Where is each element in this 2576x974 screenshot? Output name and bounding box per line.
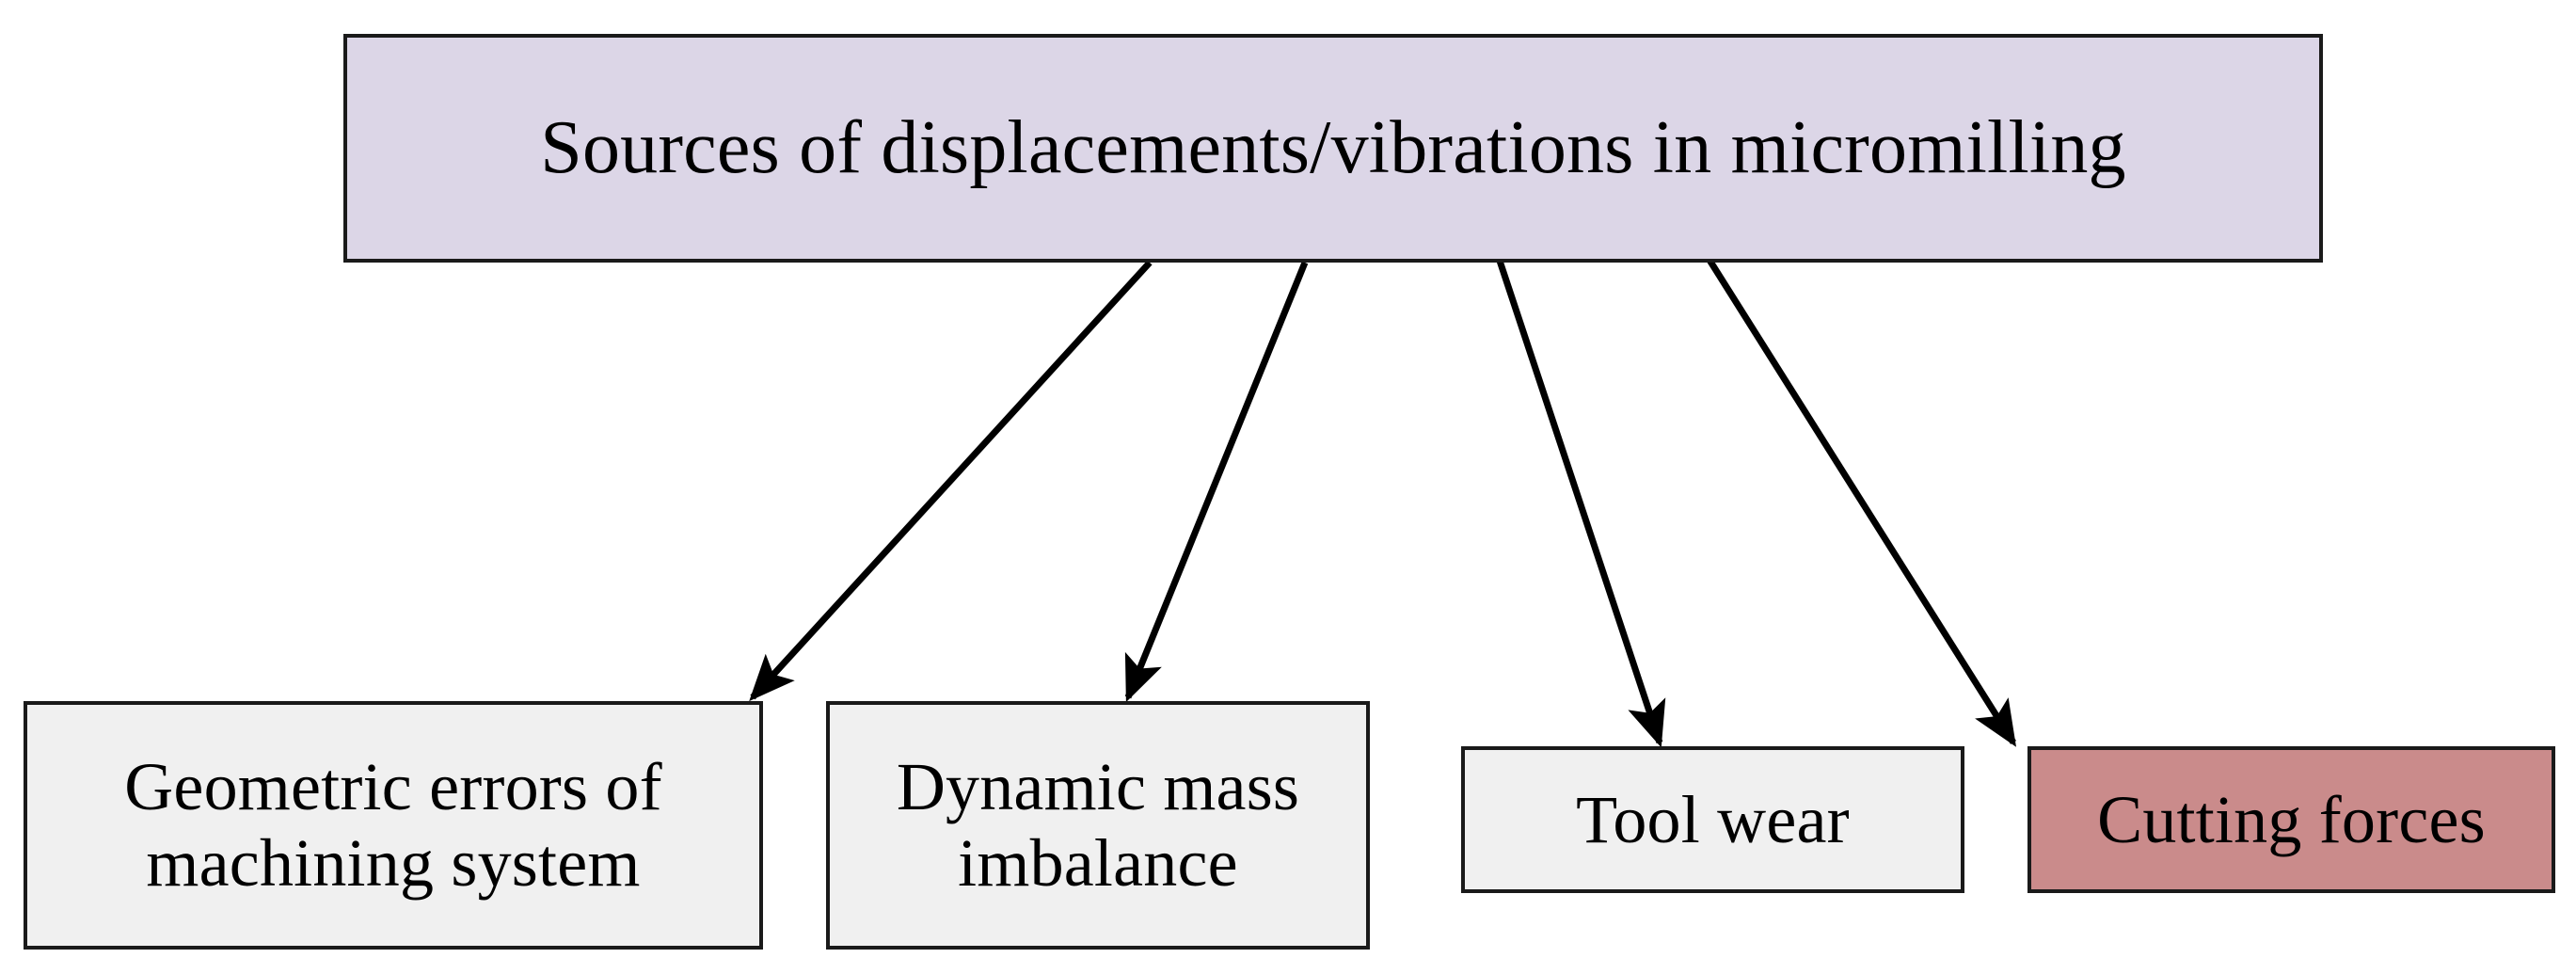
node-cutting-forces: Cutting forces: [2027, 746, 2555, 893]
node-geometric-errors: Geometric errors of machining system: [24, 701, 763, 950]
node-label-geometric-errors: Geometric errors of machining system: [124, 749, 662, 901]
node-dynamic-mass-imbalance: Dynamic mass imbalance: [826, 701, 1370, 950]
node-label-root: Sources of displacements/vibrations in m…: [540, 105, 2126, 189]
node-tool-wear: Tool wear: [1461, 746, 1964, 893]
edge-root-to-cutting-forces: [1698, 245, 2016, 747]
node-sources-of-displacements: Sources of displacements/vibrations in m…: [343, 34, 2323, 263]
edge-root-to-tool-wear: [1491, 245, 1666, 748]
node-label-tool-wear: Tool wear: [1576, 781, 1850, 857]
node-label-dynamic-mass-imbalance: Dynamic mass imbalance: [896, 749, 1300, 901]
edge-root-to-dynamic-mass-imbalance: [1124, 261, 1309, 703]
node-label-cutting-forces: Cutting forces: [2097, 781, 2486, 857]
edge-root-to-geometric-errors: [749, 260, 1153, 702]
